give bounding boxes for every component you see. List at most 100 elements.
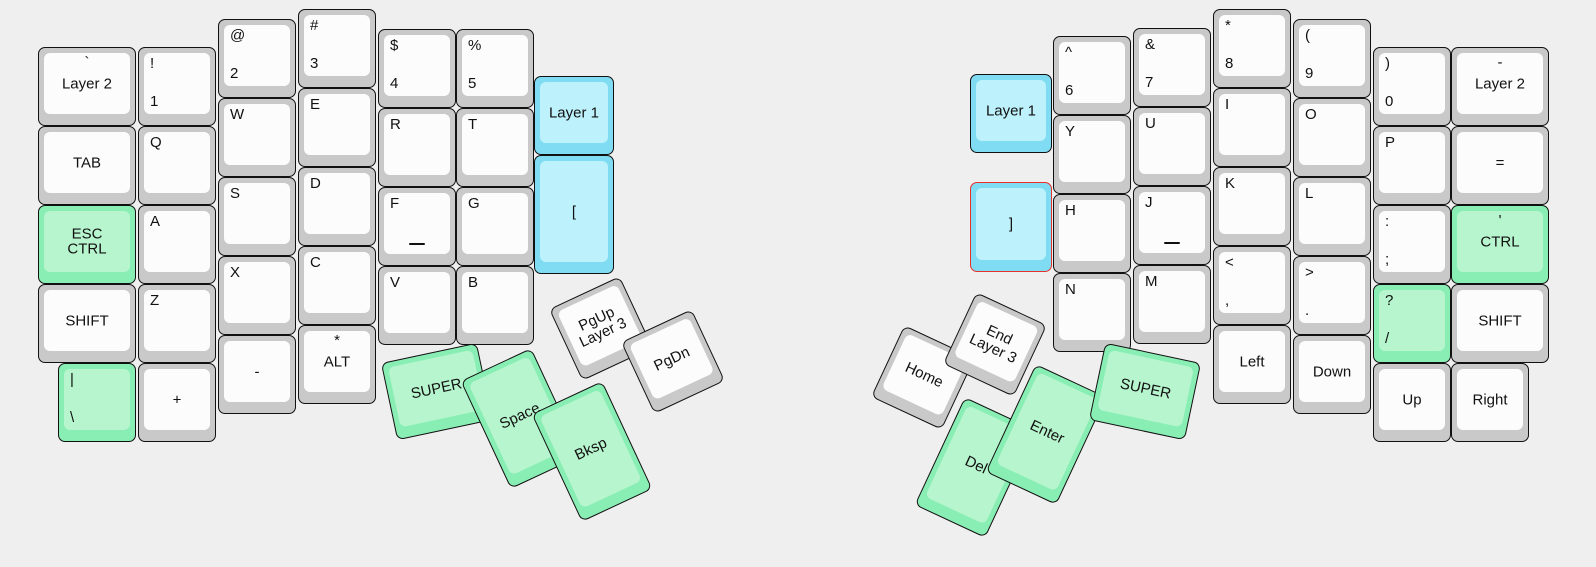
key-super-right[interactable]: SUPER: [1088, 342, 1202, 441]
key-grave-layer2-cap: `Layer 2: [44, 53, 130, 114]
key-alt-asterisk-legend-center: ALT: [323, 352, 351, 370]
key-j-homing-bar: [1164, 242, 1180, 244]
key-tab-legend-center: TAB: [72, 153, 102, 171]
key-slash-question[interactable]: ?/: [1373, 284, 1451, 363]
key-equals-legend-center: =: [1495, 153, 1505, 171]
key-f-cap: F: [384, 193, 450, 254]
key-a[interactable]: A: [138, 205, 216, 284]
key-3-hash[interactable]: #3: [298, 9, 376, 88]
key-bracket-right-cap: ]: [976, 188, 1046, 260]
key-i-legend-top: I: [1225, 96, 1230, 113]
key-esc-ctrl[interactable]: ESC CTRL: [38, 205, 136, 284]
key-m[interactable]: M: [1133, 265, 1211, 344]
key-l[interactable]: L: [1293, 177, 1371, 256]
key-3-hash-legend-top: #: [310, 17, 319, 34]
key-j-cap: J: [1139, 192, 1205, 253]
key-down-arrow-cap: Down: [1299, 341, 1365, 402]
key-semicolon-colon-cap: :;: [1379, 211, 1445, 272]
key-c-legend-top: C: [310, 254, 321, 271]
key-n[interactable]: N: [1053, 273, 1131, 352]
key-1-exclaim[interactable]: !1: [138, 47, 216, 126]
key-5-percent[interactable]: %5: [456, 29, 534, 108]
key-down-arrow[interactable]: Down: [1293, 335, 1371, 414]
key-left-arrow-cap: Left: [1219, 331, 1285, 392]
key-d[interactable]: D: [298, 167, 376, 246]
key-y[interactable]: Y: [1053, 115, 1131, 194]
key-p[interactable]: P: [1373, 126, 1451, 205]
key-v-cap: V: [384, 272, 450, 333]
key-quote-ctrl[interactable]: 'CTRL: [1451, 205, 1549, 284]
key-c-cap: C: [304, 252, 370, 313]
key-period-greater[interactable]: >.: [1293, 256, 1371, 335]
key-end-layer3-legend-center: End Layer 3: [966, 321, 1020, 367]
key-u-legend-top: U: [1145, 115, 1156, 132]
key-comma-less-cap: <,: [1219, 252, 1285, 313]
key-f[interactable]: F: [378, 187, 456, 266]
key-grave-layer2[interactable]: `Layer 2: [38, 47, 136, 126]
key-o[interactable]: O: [1293, 98, 1371, 177]
key-plus[interactable]: +: [138, 363, 216, 442]
key-d-legend-top: D: [310, 175, 321, 192]
key-left-arrow[interactable]: Left: [1213, 325, 1291, 404]
key-super-right-cap: SUPER: [1097, 349, 1195, 428]
key-h[interactable]: H: [1053, 194, 1131, 273]
key-u[interactable]: U: [1133, 107, 1211, 186]
key-4-dollar-legend-bottom: 4: [390, 74, 399, 92]
key-tab[interactable]: TAB: [38, 126, 136, 205]
key-equals-cap: =: [1457, 132, 1543, 193]
key-r[interactable]: R: [378, 108, 456, 187]
key-8-asterisk-legend-bottom: 8: [1225, 54, 1234, 72]
key-r-cap: R: [384, 114, 450, 175]
key-shift-right[interactable]: SHIFT: [1451, 284, 1549, 363]
key-c[interactable]: C: [298, 246, 376, 325]
key-layer1-left[interactable]: Layer 1: [534, 76, 614, 155]
key-minus-layer2[interactable]: -Layer 2: [1451, 47, 1549, 126]
key-1-exclaim-legend-top: !: [150, 55, 155, 72]
key-alt-asterisk[interactable]: * ALT: [298, 325, 376, 404]
key-x[interactable]: X: [218, 256, 296, 335]
key-8-asterisk-cap: *8: [1219, 15, 1285, 76]
key-b[interactable]: B: [456, 266, 534, 345]
key-v[interactable]: V: [378, 266, 456, 345]
key-i[interactable]: I: [1213, 88, 1291, 167]
key-z[interactable]: Z: [138, 284, 216, 363]
key-3-hash-legend-bottom: 3: [310, 54, 319, 72]
key-tab-cap: TAB: [44, 132, 130, 193]
key-e[interactable]: E: [298, 88, 376, 167]
key-0-paren-close[interactable]: )0: [1373, 47, 1451, 126]
key-semicolon-colon[interactable]: :;: [1373, 205, 1451, 284]
key-bracket-right[interactable]: ]: [970, 182, 1052, 272]
key-4-dollar[interactable]: $4: [378, 29, 456, 108]
key-pipe-backslash[interactable]: |\: [58, 363, 136, 442]
key-t[interactable]: T: [456, 108, 534, 187]
key-7-ampersand[interactable]: &7: [1133, 28, 1211, 107]
key-u-cap: U: [1139, 113, 1205, 174]
key-9-paren-open[interactable]: (9: [1293, 19, 1371, 98]
key-period-greater-legend-top: >: [1305, 264, 1314, 281]
key-j[interactable]: J: [1133, 186, 1211, 265]
key-k[interactable]: K: [1213, 167, 1291, 246]
key-right-arrow[interactable]: Right: [1451, 363, 1529, 442]
key-alt-asterisk-legend-top: *: [334, 332, 340, 349]
key-minus-left[interactable]: -: [218, 335, 296, 414]
key-up-arrow[interactable]: Up: [1373, 363, 1451, 442]
key-5-percent-legend-top: %: [468, 37, 482, 54]
key-8-asterisk[interactable]: *8: [1213, 9, 1291, 88]
key-shift-left[interactable]: SHIFT: [38, 284, 136, 363]
key-bracket-left[interactable]: [: [534, 155, 614, 274]
key-s[interactable]: S: [218, 177, 296, 256]
key-w[interactable]: W: [218, 98, 296, 177]
key-0-paren-close-cap: )0: [1379, 53, 1445, 114]
key-2-at[interactable]: @2: [218, 19, 296, 98]
key-g[interactable]: G: [456, 187, 534, 266]
key-6-caret[interactable]: ^6: [1053, 36, 1131, 115]
key-comma-less[interactable]: <,: [1213, 246, 1291, 325]
key-q[interactable]: Q: [138, 126, 216, 205]
key-x-legend-top: X: [230, 264, 241, 281]
key-g-legend-top: G: [468, 195, 480, 212]
key-b-legend-top: B: [468, 274, 479, 291]
key-layer1-right[interactable]: Layer 1: [970, 74, 1052, 153]
key-o-cap: O: [1299, 104, 1365, 165]
key-quote-ctrl-legend-top: ': [1498, 212, 1502, 229]
key-equals[interactable]: =: [1451, 126, 1549, 205]
